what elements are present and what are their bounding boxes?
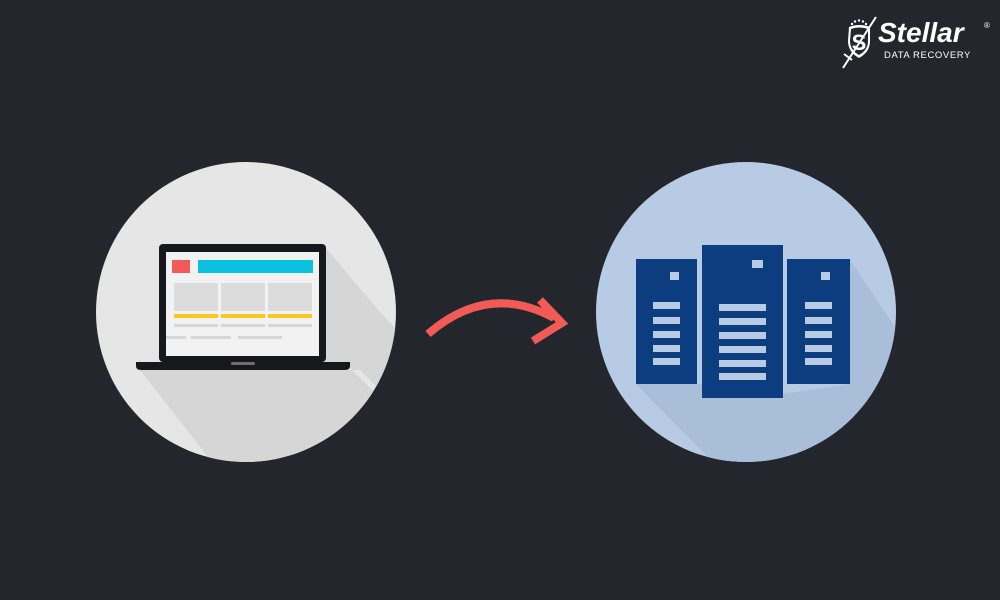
shield-s-icon: S	[842, 16, 877, 69]
curved-arrow-right-icon	[425, 297, 569, 345]
brand-name: Stellar	[878, 17, 964, 48]
brand-tagline: DATA RECOVERY	[884, 50, 971, 61]
laptop-icon	[136, 244, 350, 370]
registered-mark: ®	[984, 21, 990, 30]
server-rack-icon	[636, 245, 850, 398]
brand-logo[interactable]: S Stellar ® DATA RECOVERY	[838, 14, 990, 74]
